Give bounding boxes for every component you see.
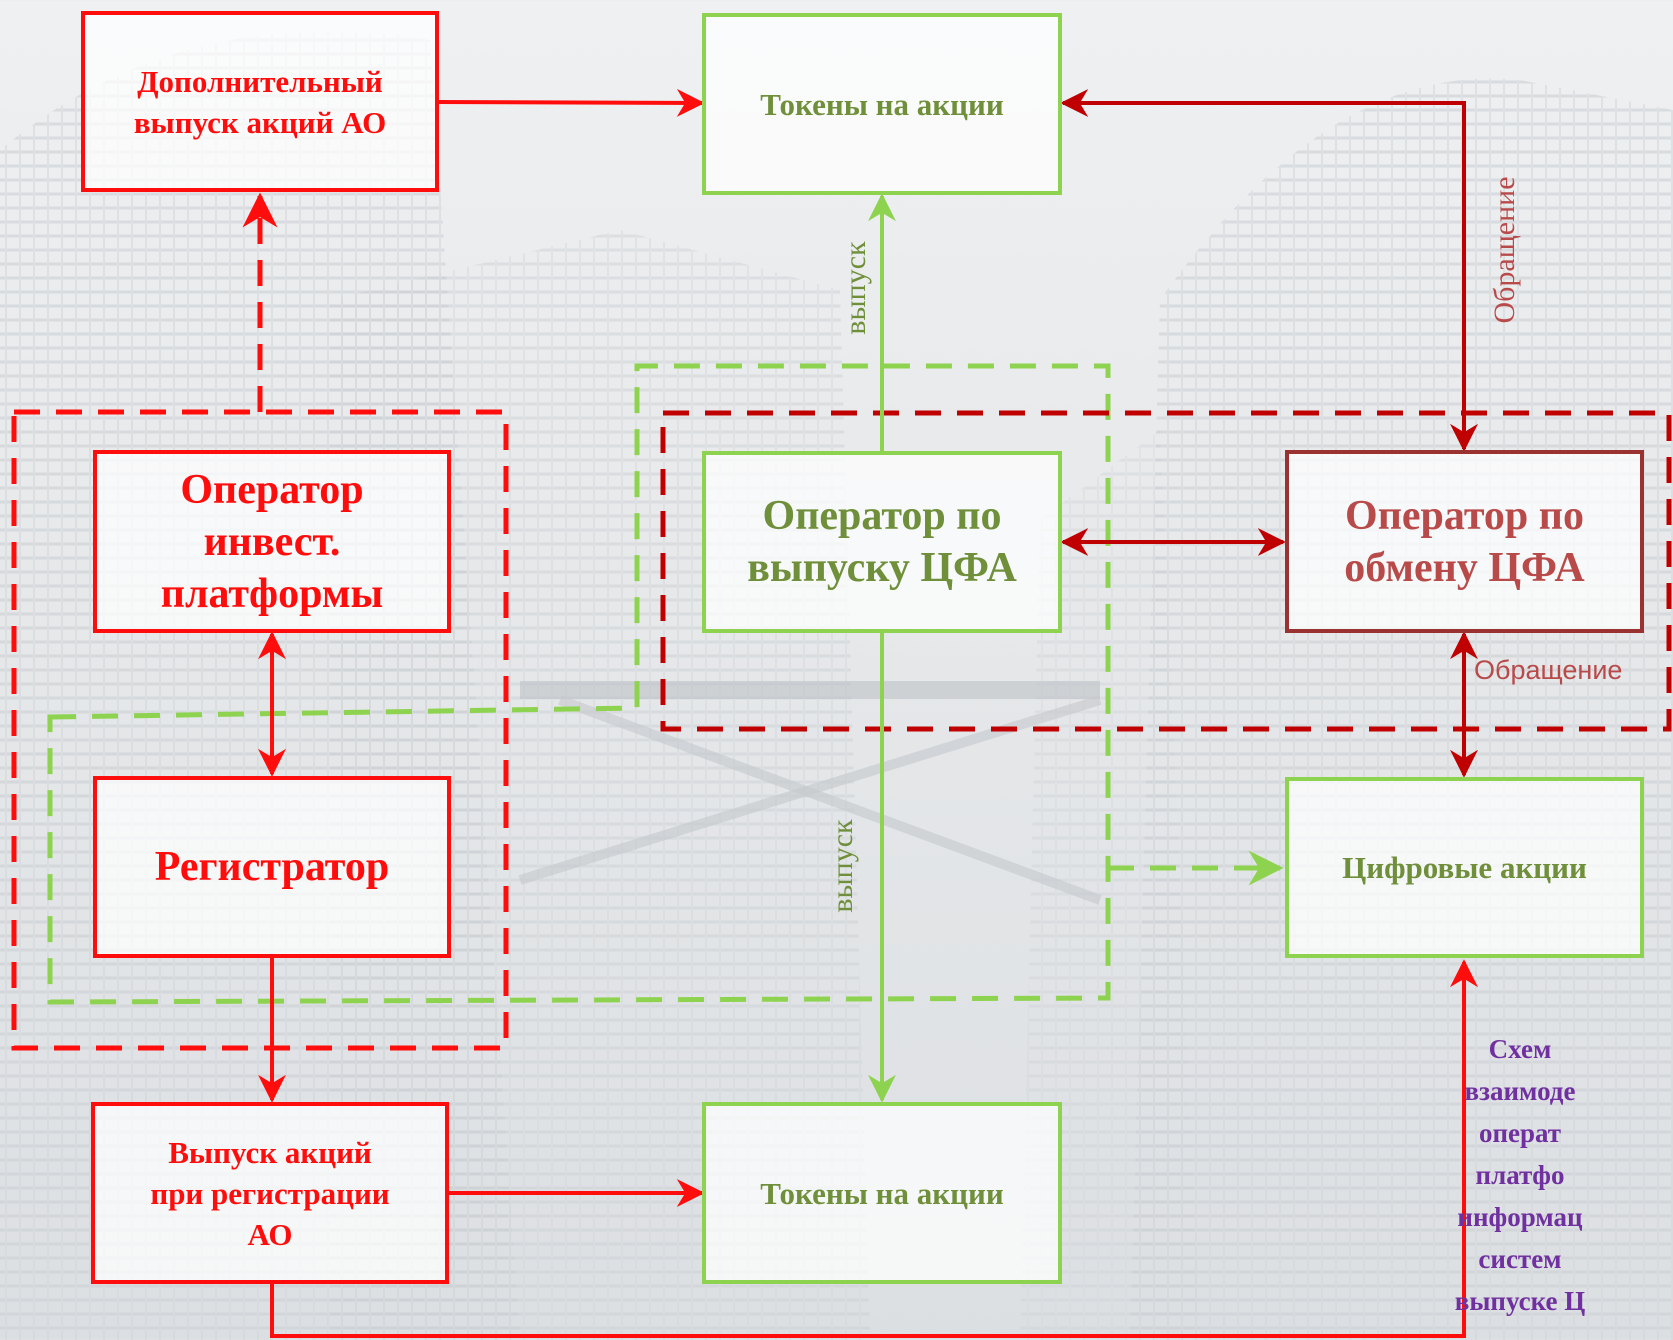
node-exchange-operator: Оператор по обмену ЦФА (1285, 450, 1644, 633)
label-issue-down: выпуск (826, 819, 859, 913)
caption-side-note: Схем взаимоде операт платфо информац сис… (1454, 1034, 1586, 1316)
edge-additional-to-tokens (436, 88, 705, 117)
node-digital-shares: Цифровые акции (1285, 777, 1644, 958)
label-circulation-horizontal: Обращение (1474, 655, 1623, 685)
node-additional-issue: Дополнительный выпуск акций АО (81, 11, 439, 192)
label-issue-up: выпуск (839, 241, 872, 335)
group-darkred-right (660, 410, 1672, 732)
edge-circulation-top (1060, 89, 1478, 452)
node-registrar: Регистратор (93, 776, 451, 958)
node-investment-platform-operator: Оператор инвест. платформы (93, 450, 451, 633)
group-red-left (11, 409, 509, 1051)
label-circulation-vertical: Обращение (1488, 176, 1521, 324)
node-tokens-bottom: Токены на акции (702, 1102, 1062, 1284)
edge-registration-to-digital (270, 959, 1478, 1338)
node-issue-at-registration: Выпуск акций при регистрации АО (91, 1102, 449, 1284)
node-tokens-top: Токены на акции (702, 13, 1062, 195)
node-issue-operator: Оператор по выпуску ЦФА (702, 451, 1062, 633)
